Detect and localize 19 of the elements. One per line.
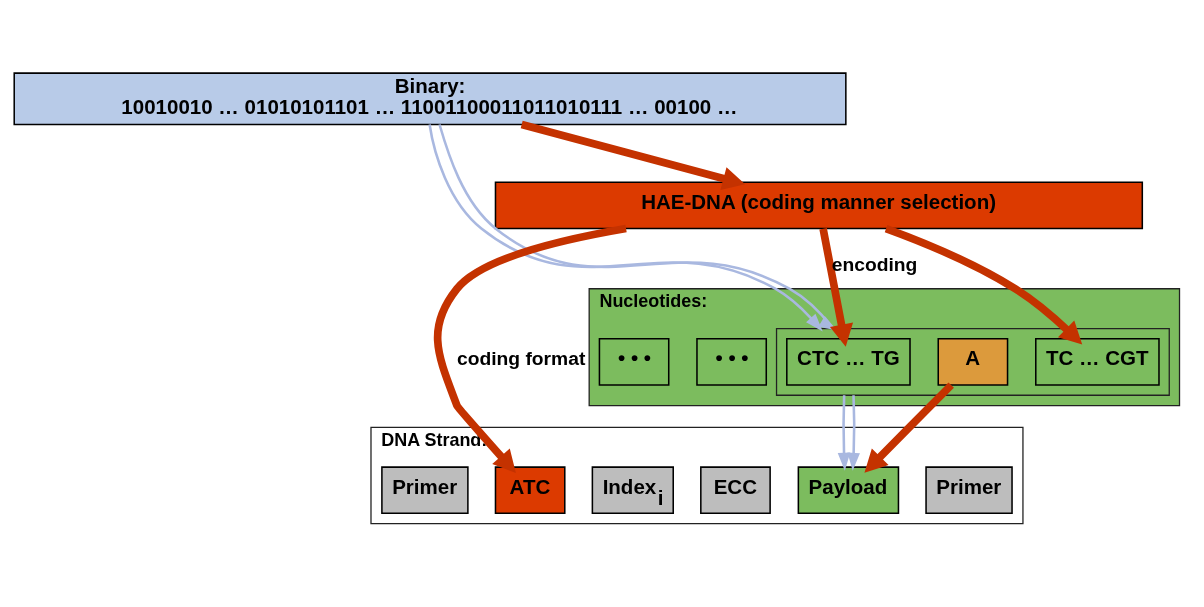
node-box: Primer (925, 466, 1013, 515)
arrow (864, 382, 954, 473)
node-box: A (937, 338, 1009, 386)
arrow (847, 395, 860, 471)
node-box: Binary: 10010010 … 01010101101 … 11001100011011010111 … 00100 … (13, 72, 847, 126)
node-box: Primer (381, 466, 469, 515)
node-box: • • • (598, 338, 670, 386)
arrow (884, 224, 1083, 345)
node-box: • • • (696, 338, 768, 386)
node-box: CTC … TG (786, 338, 911, 386)
edge-label: coding format (456, 348, 586, 370)
arrow (837, 395, 851, 471)
arrow (819, 227, 854, 347)
node-box: TC … CGT (1035, 338, 1160, 386)
node-box: ATC (494, 466, 566, 515)
cluster (775, 327, 1170, 396)
node-box: Payload (797, 466, 900, 515)
node-box: HAE-DNA (coding manner selection) (494, 181, 1144, 230)
node-box: ECC (700, 466, 771, 515)
